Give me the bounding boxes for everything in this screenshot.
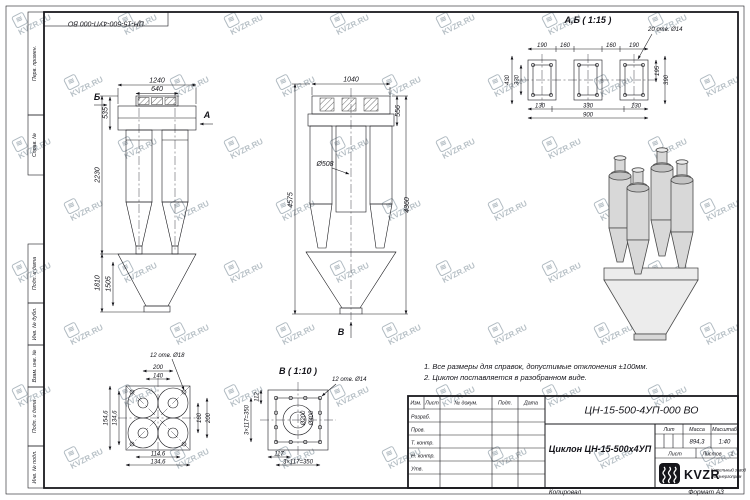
tb-role-tkontr: Т. контр. xyxy=(411,441,434,447)
dim-556: 556 xyxy=(395,105,402,117)
dim-1810: 1810 xyxy=(95,275,102,291)
dim-114b: 114,6 xyxy=(151,452,166,458)
dim-4360: 4360 xyxy=(404,197,411,213)
dim-134l: 134,6 xyxy=(113,410,119,426)
section-v-title: В ( 1:10 ) xyxy=(279,366,317,376)
bottom-view: 200 140 12 отв. Ø18 160 200 134,6 154,6 … xyxy=(104,353,212,467)
tb-logo-text: KVZR xyxy=(684,468,720,482)
section-label-b: Б xyxy=(94,92,101,102)
holes-12-d18: 12 отв. Ø18 xyxy=(150,353,185,359)
stamp-perv: Перв. примен. xyxy=(32,46,38,81)
dim-430: 430 xyxy=(505,74,511,85)
kvzr-logo-icon xyxy=(659,463,680,484)
dim-dia200: Ø200 xyxy=(301,410,307,426)
tb-header-podp: Подп. xyxy=(498,401,512,407)
dim-140: 140 xyxy=(153,374,164,380)
tb-company-line1: Котельный завод xyxy=(711,468,747,473)
tb-header-list: Лист xyxy=(424,401,439,407)
side-view: 1040 556 Ø508 4575 4360 В xyxy=(288,77,411,338)
tb-name: Циклон ЦН-15-500х4УП xyxy=(549,444,652,454)
dim-190b: 190 xyxy=(629,43,640,49)
stamp-podp1: Подп. и дата xyxy=(32,257,38,290)
format-label: Формат А3 xyxy=(688,489,724,496)
tb-scale-label: Масштаб xyxy=(712,427,738,433)
section-v-view: В ( 1:10 ) 12 отв. Ø14 112 3×117=350 117… xyxy=(245,366,367,467)
tb-sheets-label: Листов xyxy=(701,452,722,458)
dim-200r: 200 xyxy=(206,412,212,424)
isometric-view xyxy=(603,147,699,341)
dim-190a: 190 xyxy=(537,43,548,49)
tb-header-doc: № докум. xyxy=(454,401,477,407)
ab-view-title: А,Б ( 1:15 ) xyxy=(564,15,612,25)
dim-2230: 2230 xyxy=(95,167,102,184)
dim-134b: 134,6 xyxy=(150,460,166,466)
tb-mass-label: Масса xyxy=(689,427,705,433)
dim-117: 117 xyxy=(274,452,284,458)
tb-scale-value: 1:40 xyxy=(719,440,731,446)
section-label-v: В xyxy=(338,327,345,337)
tb-role-nkontr: Н. контр. xyxy=(411,454,435,460)
dim-pitch-bottom: 3×117=350 xyxy=(283,460,314,466)
dim-160b: 160 xyxy=(606,43,617,49)
dim-160r: 160 xyxy=(197,412,203,423)
doc-number-top: ЦН-15-500-4УП-000 ВО xyxy=(67,20,144,27)
stamp-podp2: Подп. и дата xyxy=(32,400,38,433)
tb-header-date: Дата xyxy=(523,401,538,407)
tb-mass-value: 894,3 xyxy=(689,440,705,446)
margin-stamps: Перв. примен. Справ. № Подп. и дата Инв.… xyxy=(27,11,169,489)
note-1: 1. Все размеры для справок, допустимые о… xyxy=(424,362,648,371)
dim-112: 112 xyxy=(255,392,261,402)
holes-20-d14: 20 отв. Ø14 xyxy=(647,27,683,33)
tb-sheet-label: Лист xyxy=(667,452,682,458)
dim-640: 640 xyxy=(151,86,163,93)
tb-designation: ЦН-15-500-4УП-000 ВО xyxy=(585,405,699,417)
dim-160a: 160 xyxy=(560,43,571,49)
notes: 1. Все размеры для справок, допустимые о… xyxy=(423,362,648,382)
ab-view: А,Б ( 1:15 ) 190 160 160 190 20 отв. Ø14… xyxy=(505,15,683,120)
tb-header-izm: Изм. xyxy=(410,401,421,407)
tb-role-utv: Утв. xyxy=(411,467,423,473)
dim-4575: 4575 xyxy=(288,192,295,208)
dim-1505: 1505 xyxy=(106,276,113,292)
note-2: 2. Циклон поставляется в разобранном вид… xyxy=(423,373,587,382)
section-label-a: А xyxy=(203,110,211,120)
dim-130b: 130 xyxy=(631,104,642,110)
stamp-sprav: Справ. № xyxy=(32,133,38,157)
tb-lit-label: Лит xyxy=(663,427,676,433)
dim-130a: 130 xyxy=(535,104,546,110)
front-view: 1240 640 535 2230 1810 1505 Б А xyxy=(94,78,213,313)
dim-1040: 1040 xyxy=(343,77,359,84)
stamp-inv-podl: Инв. № подл. xyxy=(32,451,38,484)
tb-company-line2: Росэнергопром xyxy=(711,474,741,479)
tb-role-razrab: Разраб. xyxy=(411,415,430,421)
dim-200t: 200 xyxy=(152,365,164,371)
dim-535: 535 xyxy=(103,107,110,119)
stamp-vzam: Взам. инв. № xyxy=(32,349,38,382)
dim-900: 900 xyxy=(583,113,594,119)
copied-label: Копировал xyxy=(549,489,582,496)
title-block: Изм. Лист № докум. Подп. Дата Разраб. Пр… xyxy=(407,395,747,489)
tb-sheets-value: 1 xyxy=(731,452,734,458)
dim-dia508: Ø508 xyxy=(315,161,333,168)
bottom-margin: Копировал Формат А3 xyxy=(549,489,724,496)
dim-pitch-left: 3×117=350 xyxy=(245,404,251,435)
dim-195: 195 xyxy=(655,65,661,76)
dim-390: 390 xyxy=(664,74,670,85)
tb-role-prov: Пров. xyxy=(411,428,425,434)
dim-330b: 330 xyxy=(583,104,594,110)
dim-dia400: Ø400 xyxy=(309,410,315,426)
stamp-inv-dubl: Инв. № дубл. xyxy=(32,308,38,341)
holes-12-d14: 12 отв. Ø14 xyxy=(332,377,367,383)
dim-1240: 1240 xyxy=(149,78,165,85)
dim-330l: 330 xyxy=(515,74,521,85)
dim-154l: 154,6 xyxy=(104,410,110,426)
